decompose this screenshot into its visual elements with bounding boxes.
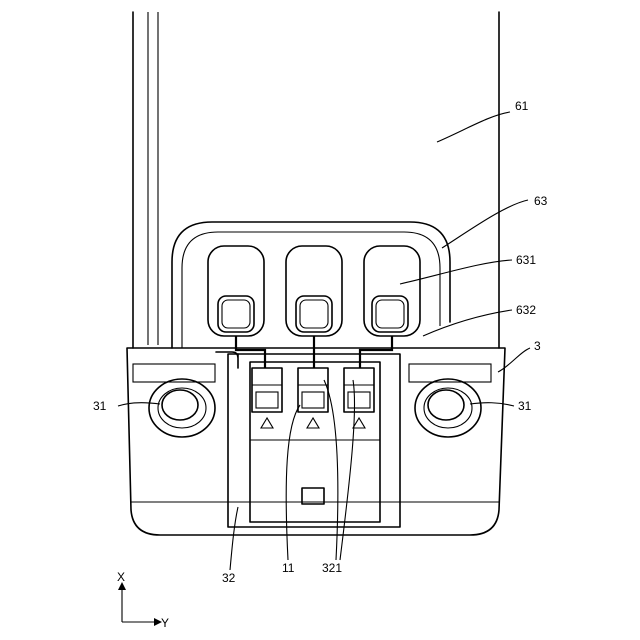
label-31-left: 31	[93, 399, 107, 413]
panel-61	[133, 12, 499, 348]
label-63: 63	[534, 194, 548, 208]
label-321: 321	[322, 561, 342, 575]
label-11: 11	[282, 561, 295, 575]
connector-cover-63	[172, 222, 450, 348]
label-axis-x: X	[117, 570, 125, 584]
label-31-right: 31	[518, 399, 532, 413]
cell-right	[364, 246, 420, 336]
lead-wires-632	[236, 336, 392, 368]
label-32: 32	[222, 571, 236, 585]
cell-left	[208, 246, 264, 336]
label-631: 631	[516, 253, 536, 267]
terminals-321	[252, 368, 374, 412]
label-3: 3	[534, 339, 541, 353]
label-61: 61	[515, 99, 529, 113]
base-3	[127, 348, 505, 535]
boss-31-left	[149, 379, 215, 437]
battery-cells-631	[208, 246, 420, 336]
label-axis-y: Y	[161, 616, 169, 630]
label-632: 632	[516, 303, 536, 317]
boss-31-right	[415, 379, 481, 437]
triangle-markers	[261, 418, 365, 428]
axis-indicator	[118, 582, 162, 626]
terminal-block-32	[216, 352, 400, 527]
cell-middle	[286, 246, 342, 336]
